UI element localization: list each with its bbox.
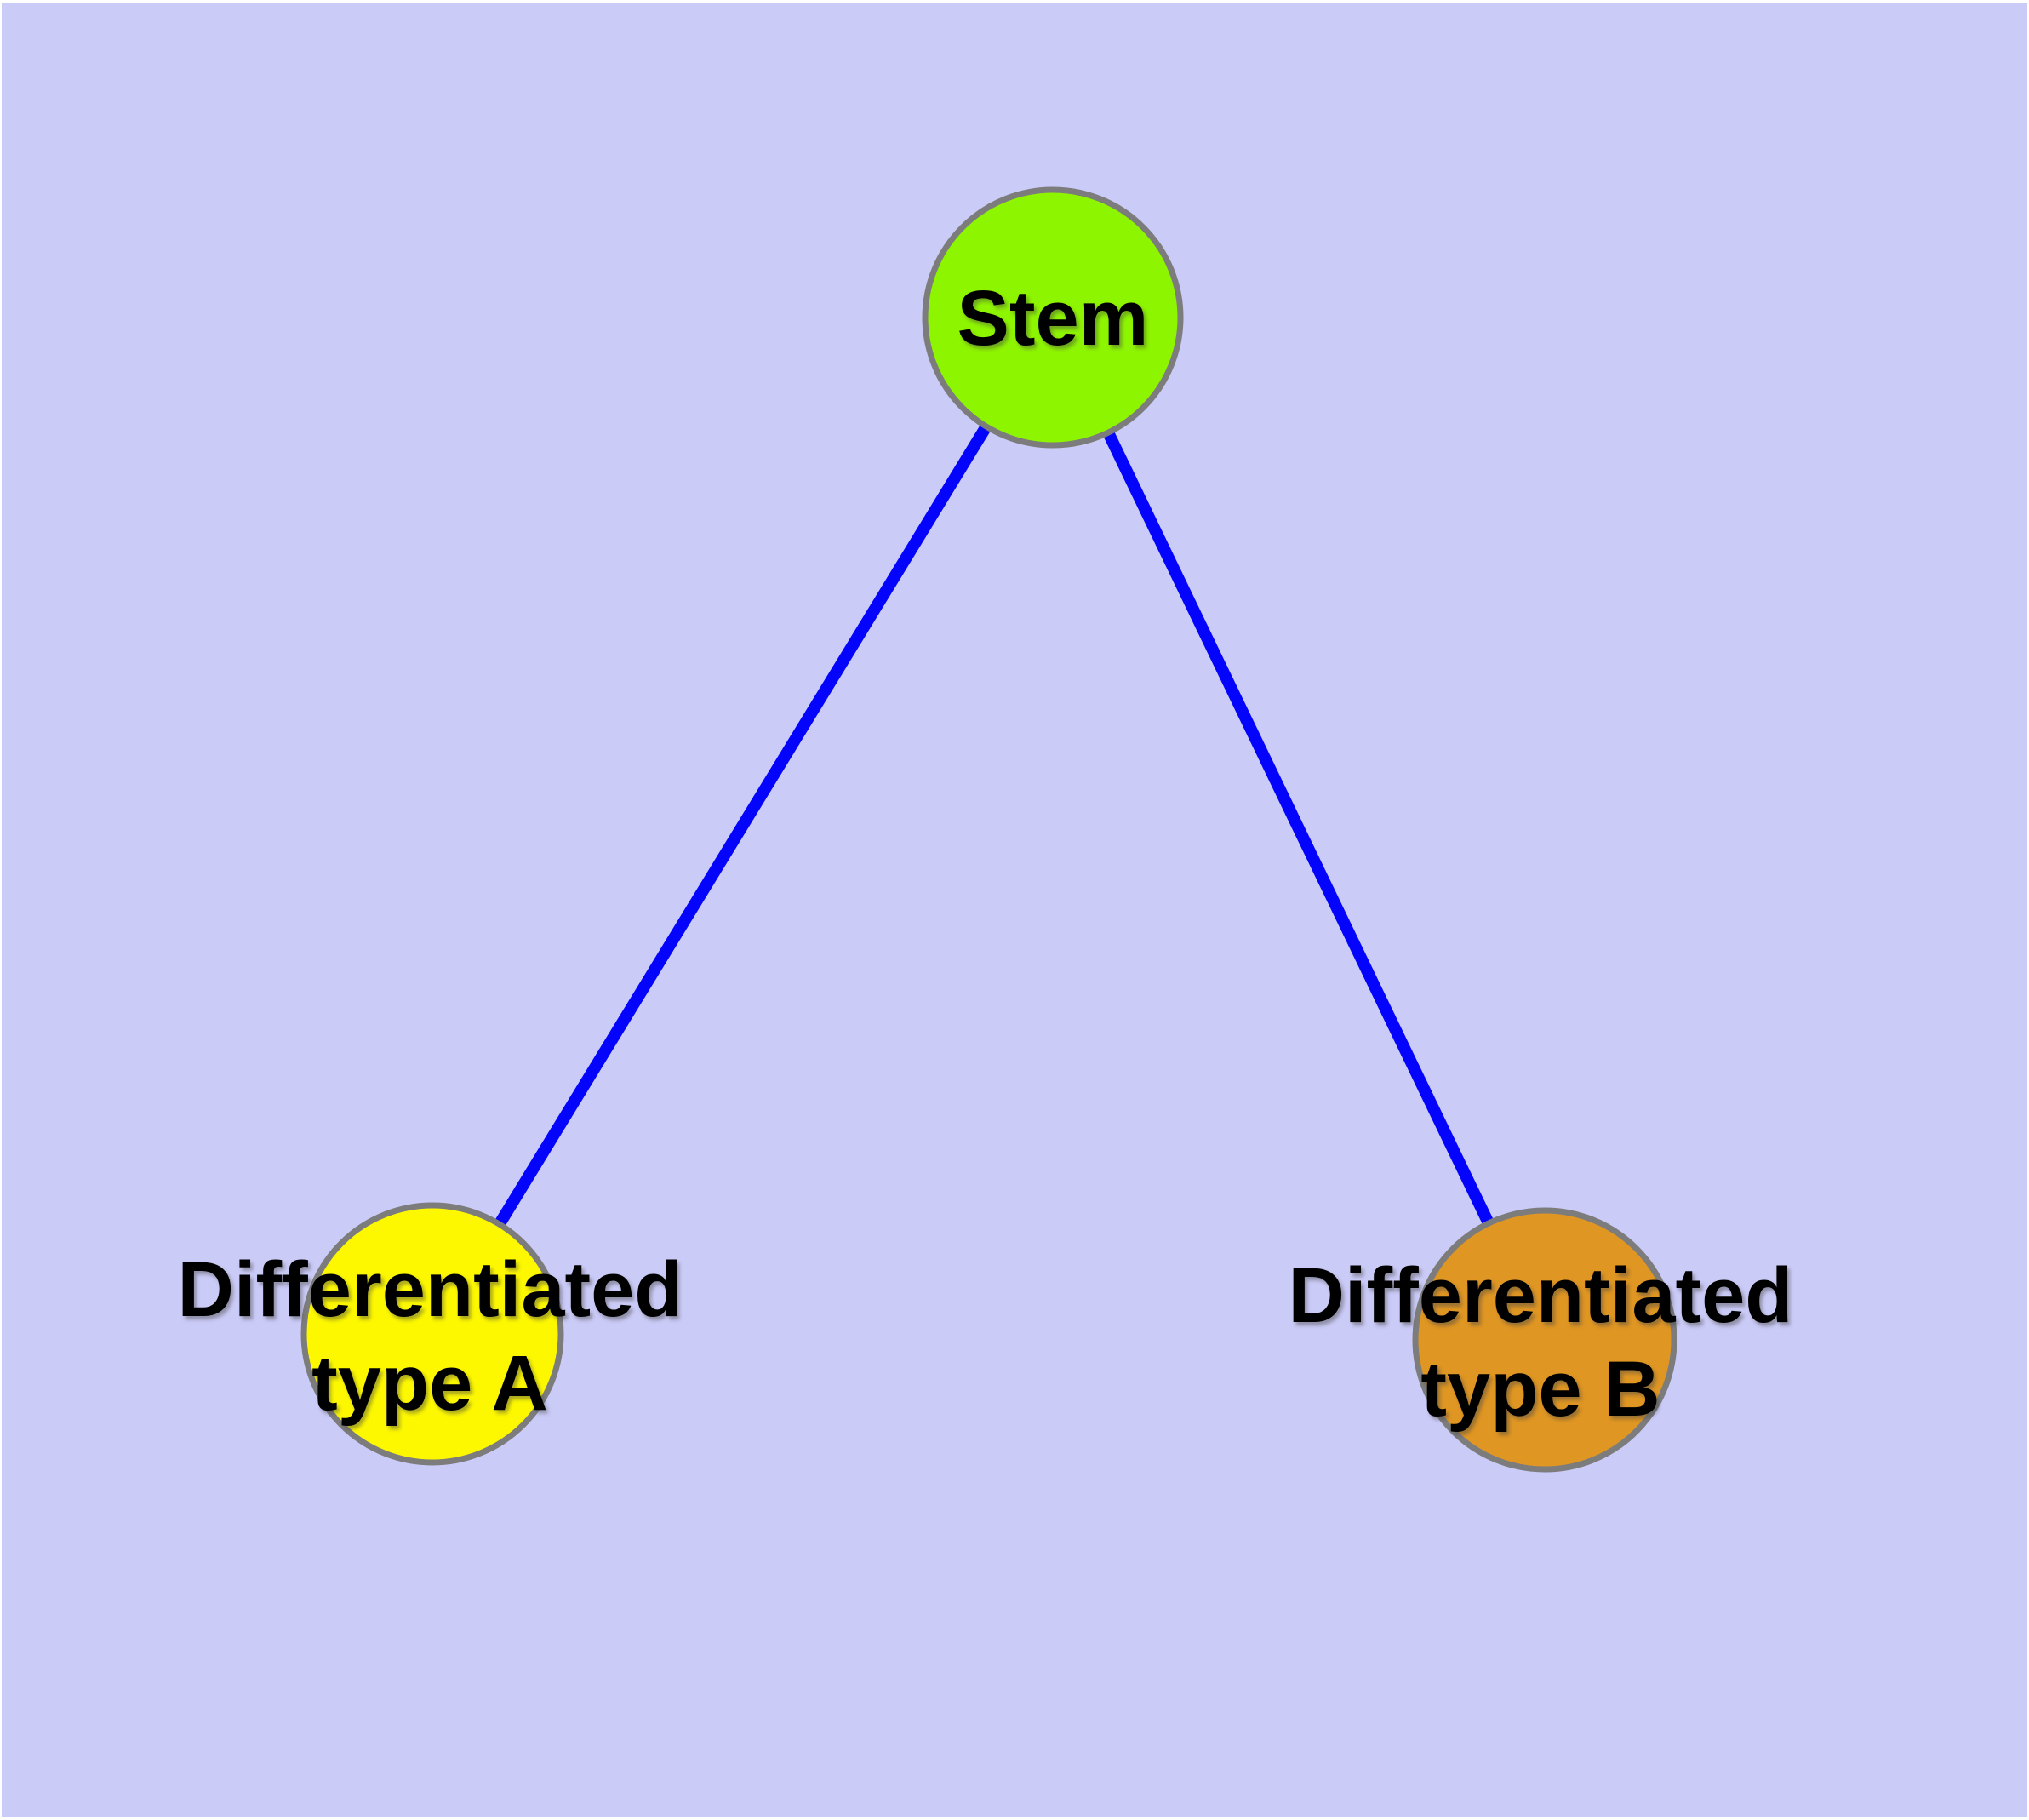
node-type-b-circle (1412, 1207, 1677, 1473)
edge-stem-to-type-a (427, 314, 1058, 1337)
node-stem-label-text: Stem (957, 275, 1149, 362)
node-type-a-label-line2: type A (311, 1340, 548, 1427)
node-type-b-label-line1: Differentiated (1288, 1252, 1793, 1339)
node-type-a-label-line1: Differentiated (177, 1246, 683, 1333)
node-stem-circle (922, 186, 1184, 449)
node-type-b-label-line2: type B (1420, 1346, 1660, 1433)
node-type-a-label: Differentiated type A (178, 1243, 683, 1430)
edge-stem-to-type-b (1047, 314, 1551, 1343)
node-stem-label: Stem (957, 272, 1149, 365)
node-type-b-label: Differentiated type B (1289, 1249, 1793, 1436)
node-type-a-circle (300, 1202, 564, 1466)
